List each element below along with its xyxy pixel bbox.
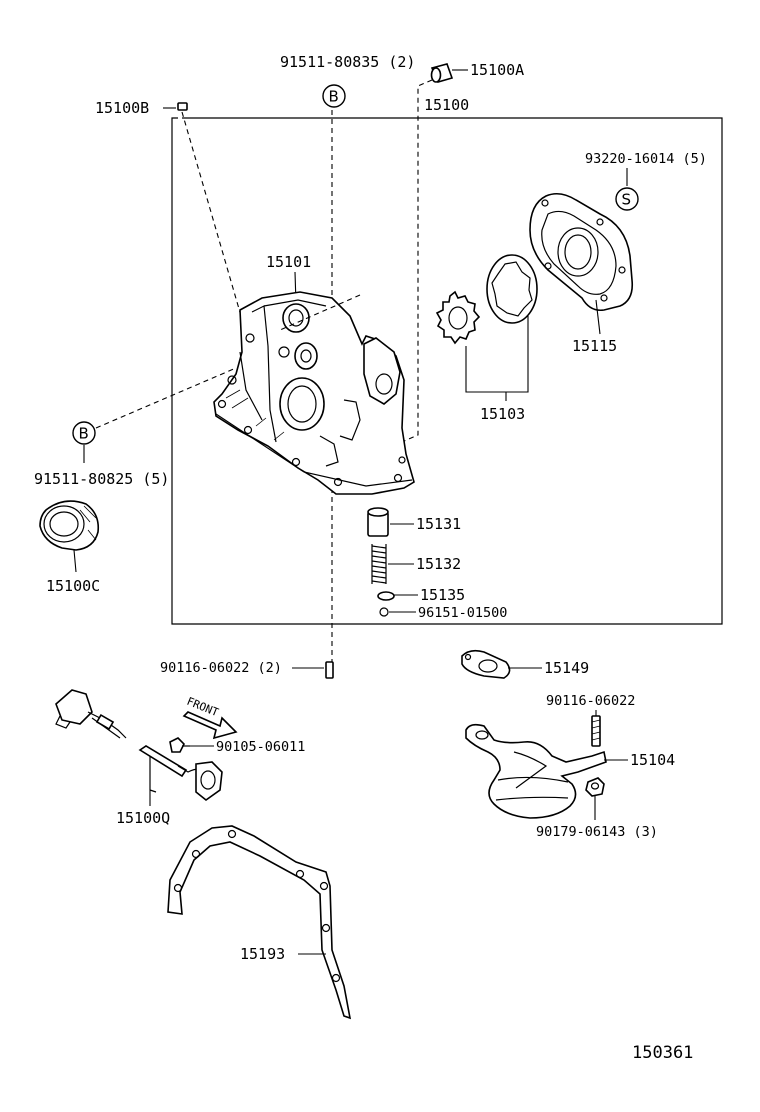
part-90179-nut — [585, 777, 605, 797]
label-15103: 15103 — [480, 405, 525, 423]
label-15100: 15100 — [424, 96, 469, 114]
label-15193: 15193 — [240, 945, 285, 963]
leader-15115 — [595, 299, 601, 335]
part-15100q-sensor-probe — [138, 745, 223, 802]
label-15100q: 15100Q — [116, 809, 170, 827]
label-90179-06143: 90179-06143 (3) — [536, 824, 658, 840]
leader-15100c — [73, 549, 77, 573]
part-15100b-pin — [177, 102, 188, 111]
svg-text:B: B — [329, 88, 339, 106]
label-91511-80835: 91511-80835 (2) — [280, 53, 415, 71]
svg-text:S: S — [622, 191, 632, 209]
assembly-frame-15100 — [171, 117, 723, 625]
front-direction-arrow: FRONT — [182, 695, 238, 740]
part-15101-oil-pump-body — [213, 291, 415, 495]
part-15135-retainer — [377, 591, 395, 601]
part-90116-stud — [591, 715, 601, 747]
label-93220-16014: 93220-16014 (5) — [585, 151, 707, 167]
dash-body-to-b-top — [279, 294, 361, 331]
part-15149-gasket — [461, 649, 511, 679]
part-15103-outer-rotor — [486, 254, 538, 324]
figure-number: 150361 — [632, 1043, 693, 1063]
part-15131-relief-valve — [367, 507, 389, 537]
label-15100c: 15100C — [46, 577, 100, 595]
label-96151-01500: 96151-01500 — [418, 605, 507, 621]
part-90116-stud-2 — [325, 661, 334, 679]
part-15103-inner-rotor — [435, 290, 481, 345]
label-90116-06022: 90116-06022 — [546, 693, 635, 709]
label-15100b: 15100B — [95, 99, 149, 117]
part-15100a-bushing — [430, 63, 454, 83]
dash-15100a-path — [401, 79, 433, 443]
part-15115-pump-cover — [529, 192, 634, 312]
callout-b-left: B — [72, 421, 96, 445]
label-15104: 15104 — [630, 751, 675, 769]
label-15100a: 15100A — [470, 61, 524, 79]
label-15132: 15132 — [416, 555, 461, 573]
callout-b-top: B — [322, 84, 346, 108]
part-15100c-oil-seal — [39, 500, 100, 551]
svg-text:B: B — [79, 425, 89, 443]
part-90105-bolt — [169, 737, 190, 753]
label-90105-06011: 90105-06011 — [216, 739, 305, 755]
label-91511-80825: 91511-80825 (5) — [34, 470, 169, 488]
label-15149: 15149 — [544, 659, 589, 677]
dash-15100b-path — [181, 111, 249, 341]
part-15132-spring — [371, 544, 387, 584]
part-15100q-sensor-connector — [55, 689, 127, 739]
label-15115: 15115 — [572, 337, 617, 355]
part-96151-snap-ring — [379, 607, 389, 617]
label-15101: 15101 — [266, 253, 311, 271]
label-15131: 15131 — [416, 515, 461, 533]
dash-b-left — [95, 367, 237, 429]
part-15193-gasket — [167, 825, 352, 1020]
leader-15103 — [465, 316, 529, 393]
label-90116-06022-2: 90116-06022 (2) — [160, 660, 282, 676]
part-15104-oil-strainer — [465, 723, 607, 819]
callout-s: S — [615, 187, 639, 211]
label-15135: 15135 — [420, 586, 465, 604]
